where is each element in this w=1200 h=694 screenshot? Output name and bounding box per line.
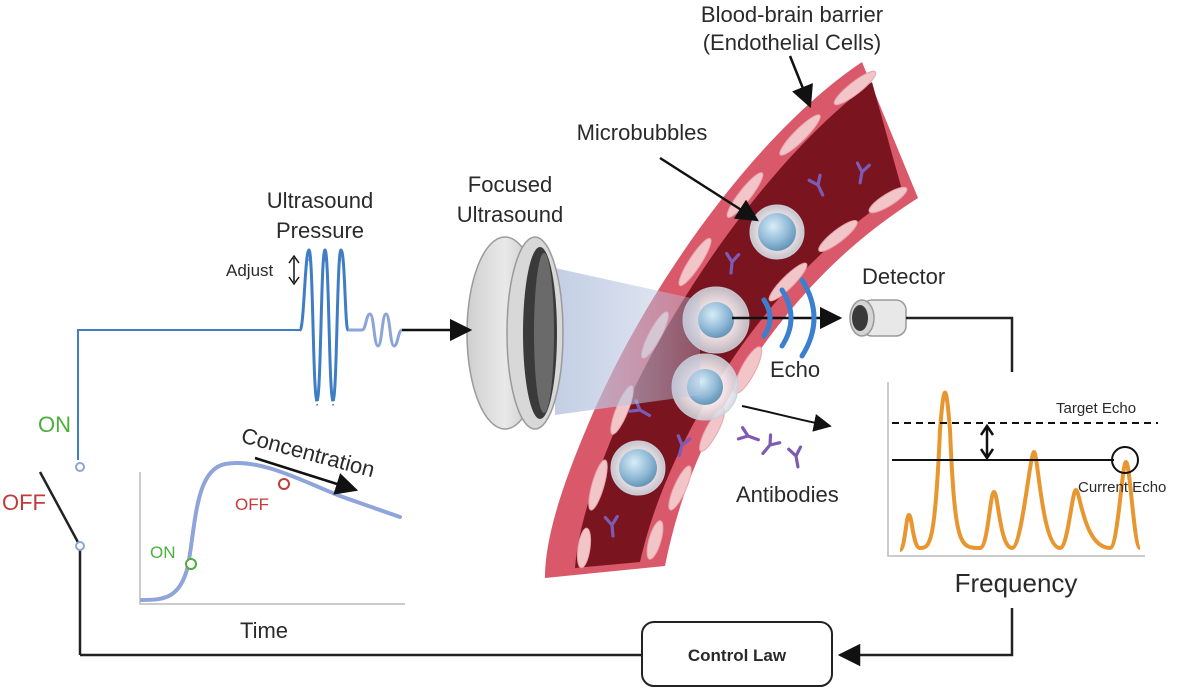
- ultrasound-beam: [555, 268, 700, 415]
- curve-off-label: OFF: [235, 495, 269, 514]
- detector-output-wire: [906, 316, 1014, 372]
- curve-off-marker: [278, 478, 290, 490]
- curve-on-marker: [185, 558, 197, 570]
- frequency-axis-label: Frequency: [955, 568, 1078, 598]
- on-off-switch: [38, 462, 85, 655]
- focused-ultrasound-transducer: [466, 236, 564, 430]
- microbubble: [749, 204, 805, 260]
- concentration-label: Concentration: [239, 423, 378, 483]
- low-burst: [348, 312, 403, 348]
- microbubbles-pointer-arrow: [659, 156, 759, 222]
- microbubbles-label: Microbubbles: [577, 120, 708, 145]
- spectrum-axes: [887, 382, 1145, 557]
- baseline-signal-line: [77, 329, 300, 460]
- focused-ultrasound-label-line2: Ultrasound: [457, 202, 563, 227]
- antibody-extravasation-arrow: [741, 405, 832, 432]
- switch-off-terminal: [75, 541, 85, 551]
- detector-label: Detector: [862, 264, 945, 289]
- microbubble: [610, 440, 666, 496]
- extravasated-antibodies: [736, 426, 806, 470]
- concentration-trend-arrow: [254, 456, 359, 495]
- current-echo-marker: [1111, 446, 1139, 474]
- concentration-curve: [140, 461, 402, 602]
- switch-off-label: OFF: [2, 490, 46, 515]
- spectrum-trace: [898, 390, 1142, 552]
- antibodies-label: Antibodies: [736, 482, 839, 507]
- feedback-wire-right: [837, 608, 1014, 667]
- adjust-double-arrow-icon: [288, 254, 300, 286]
- ultrasound-pressure-label-line1: Ultrasound: [267, 188, 373, 213]
- switch-on-terminal: [75, 462, 85, 472]
- focused-ultrasound-label-line1: Focused: [468, 172, 552, 197]
- curve-on-label: ON: [150, 543, 176, 562]
- control-law-box: [641, 621, 833, 687]
- switch-lever: [38, 471, 82, 547]
- control-law-label: Control Law: [688, 646, 787, 665]
- echo-waves-icon: [761, 277, 817, 359]
- ultrasound-pressure-label-line2: Pressure: [276, 218, 364, 243]
- frequency-spectrum-plot: [887, 382, 1158, 557]
- bbb-label-line2: (Endothelial Cells): [703, 30, 882, 55]
- current-echo-label: Current Echo: [1078, 479, 1166, 496]
- adjusted-burst-dotted: [299, 257, 342, 406]
- concentration-plot: [139, 456, 405, 605]
- adjust-label: Adjust: [226, 261, 274, 280]
- switch-on-label: ON: [38, 412, 71, 437]
- concentration-axes: [139, 472, 405, 605]
- echo-label: Echo: [770, 357, 820, 382]
- detector-icon: [849, 299, 907, 337]
- ultrasound-pressure-waveform: [77, 248, 473, 460]
- error-double-arrow-icon: [979, 423, 995, 461]
- adjusted-burst: [298, 248, 350, 402]
- bbb-pointer-arrow: [788, 55, 813, 109]
- time-axis-label: Time: [240, 618, 288, 643]
- blood-vessel: [545, 62, 918, 578]
- bbb-label-line1: Blood-brain barrier: [701, 2, 883, 27]
- target-echo-label: Target Echo: [1056, 400, 1136, 417]
